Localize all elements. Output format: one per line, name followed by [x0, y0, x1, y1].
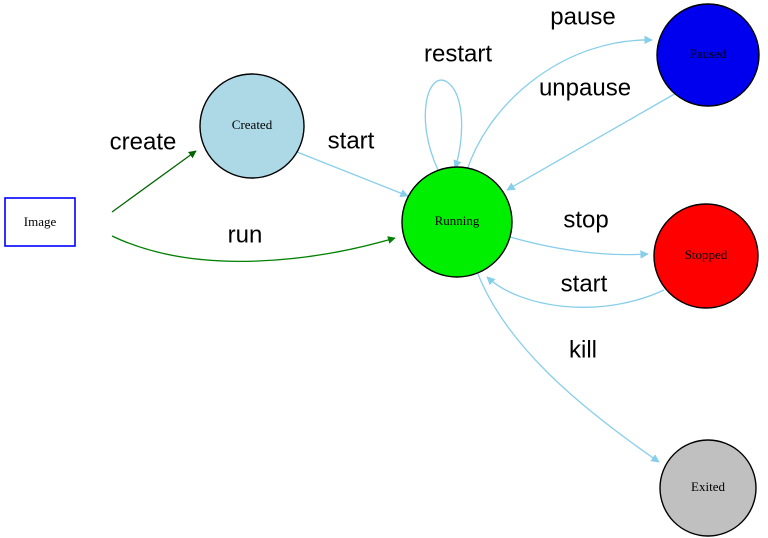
edge-label-restart: restart — [424, 40, 492, 67]
nodes-layer: Image Created Running Paused Stopped Exi — [4, 3, 760, 537]
edge-label-kill: kill — [569, 336, 597, 363]
node-stopped[interactable]: Stopped — [653, 203, 759, 309]
edges-layer — [111, 35, 679, 463]
edge-labels-layer: create run start restart pause unpause s… — [110, 3, 631, 363]
node-image-label: Image — [24, 214, 57, 229]
node-created-label: Created — [232, 117, 273, 132]
node-stopped-label: Stopped — [685, 247, 728, 262]
edge-unpause — [506, 91, 679, 191]
edge-label-start-created-running: start — [328, 127, 375, 154]
edge-create — [111, 150, 197, 213]
node-paused[interactable]: Paused — [656, 3, 760, 107]
node-running[interactable]: Running — [401, 166, 513, 278]
edge-kill — [477, 273, 660, 463]
edge-restart-self-loop — [424, 79, 463, 171]
edge-label-start-stopped-running: start — [561, 270, 608, 297]
edge-label-pause: pause — [550, 3, 615, 30]
edge-label-create: create — [110, 128, 177, 155]
edge-run — [111, 235, 396, 263]
edge-start-created-running — [296, 151, 409, 198]
node-image[interactable]: Image — [4, 197, 76, 247]
edge-start-stopped-running — [486, 276, 665, 308]
node-exited-label: Exited — [691, 479, 725, 494]
node-running-label: Running — [435, 213, 480, 228]
edge-label-run: run — [228, 221, 263, 248]
edge-pause — [466, 35, 653, 171]
node-created[interactable]: Created — [199, 73, 305, 179]
node-exited[interactable]: Exited — [659, 439, 757, 537]
edge-label-stop: stop — [563, 206, 608, 233]
edge-stop — [509, 236, 649, 259]
edge-label-unpause: unpause — [539, 74, 631, 101]
node-paused-label: Paused — [690, 46, 727, 61]
